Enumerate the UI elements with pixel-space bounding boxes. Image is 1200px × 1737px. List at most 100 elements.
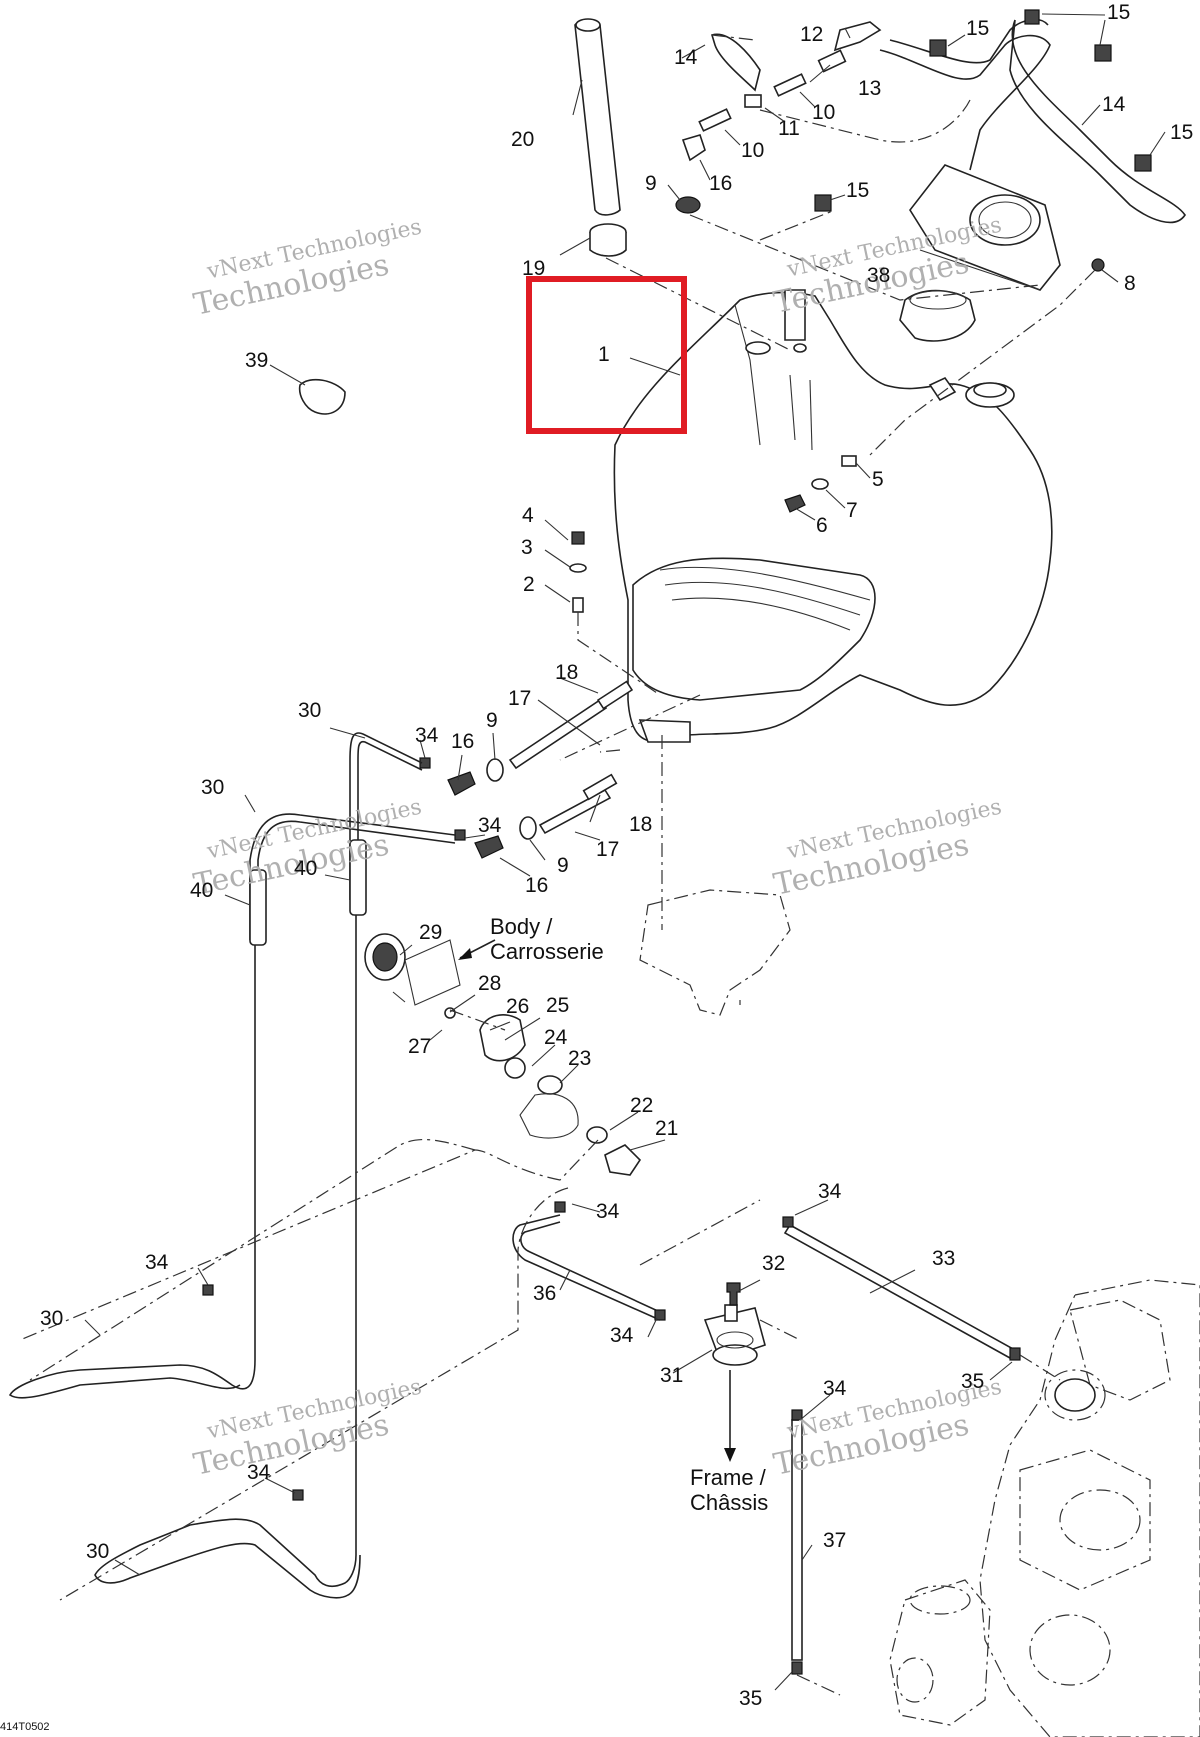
vent-hose-14-left — [710, 33, 761, 92]
callout-13[interactable]: 13 — [858, 77, 882, 100]
callout-3[interactable]: 3 — [521, 536, 533, 559]
callout-36[interactable]: 36 — [533, 1282, 557, 1305]
callout-30-a[interactable]: 30 — [298, 699, 322, 722]
frame-note: Frame / Châssis — [690, 1465, 768, 1515]
clip-15-c — [1024, 9, 1040, 25]
grommet-9-low — [519, 816, 537, 840]
nut-8 — [1091, 258, 1105, 272]
callout-9-low[interactable]: 9 — [557, 854, 569, 877]
callout-19[interactable]: 19 — [522, 257, 546, 280]
clamp-35-lower — [791, 1661, 803, 1675]
nut-4 — [571, 531, 585, 545]
callout-35-upper[interactable]: 35 — [961, 1370, 985, 1393]
callout-35-lower[interactable]: 35 — [739, 1687, 763, 1710]
callout-23[interactable]: 23 — [568, 1047, 592, 1070]
callout-15-d[interactable]: 15 — [846, 179, 870, 202]
body-panel-outline — [639, 889, 791, 1016]
fuel-hose-36 — [512, 1214, 661, 1321]
vent-tube-30-b-inner — [257, 820, 456, 940]
filter-40-left — [249, 869, 267, 946]
callout-34-d[interactable]: 34 — [818, 1180, 842, 1203]
callout-17-upper[interactable]: 17 — [508, 687, 532, 710]
callout-25[interactable]: 25 — [546, 994, 570, 1017]
callout-6[interactable]: 6 — [816, 514, 828, 537]
callout-5[interactable]: 5 — [872, 468, 884, 491]
arrow-head-body — [458, 948, 472, 960]
callout-31[interactable]: 31 — [660, 1364, 684, 1387]
callout-15-a[interactable]: 15 — [966, 17, 990, 40]
hose-17-lower — [538, 788, 612, 835]
callout-12[interactable]: 12 — [800, 23, 824, 46]
callout-17-lower[interactable]: 17 — [596, 838, 620, 861]
callout-21[interactable]: 21 — [655, 1117, 679, 1140]
callout-2[interactable]: 2 — [523, 573, 535, 596]
callout-22[interactable]: 22 — [630, 1094, 654, 1117]
callout-34-c[interactable]: 34 — [596, 1200, 620, 1223]
callout-26[interactable]: 26 — [506, 995, 530, 1018]
callout-15-c[interactable]: 15 — [1170, 121, 1194, 144]
stud-2 — [572, 597, 584, 613]
callout-10-lower[interactable]: 10 — [741, 139, 765, 162]
callout-16-low[interactable]: 16 — [525, 874, 549, 897]
check-valve-13 — [817, 49, 847, 73]
callout-38[interactable]: 38 — [867, 264, 891, 287]
body-note: Body / Carrosserie — [490, 914, 604, 964]
callout-40-right[interactable]: 40 — [294, 857, 318, 880]
hose-17-upper — [508, 698, 608, 770]
washer-3 — [569, 563, 587, 573]
callout-18-upper[interactable]: 18 — [555, 661, 579, 684]
callout-27[interactable]: 27 — [408, 1035, 432, 1058]
callout-34-f[interactable]: 34 — [610, 1324, 634, 1347]
callout-20[interactable]: 20 — [511, 128, 535, 151]
callout-16-mid[interactable]: 16 — [451, 730, 475, 753]
callout-28[interactable]: 28 — [478, 972, 502, 995]
fuel-tank — [613, 289, 1053, 743]
callout-37[interactable]: 37 — [823, 1529, 847, 1552]
callout-39[interactable]: 39 — [245, 349, 269, 372]
clamp-34-h — [791, 1409, 803, 1421]
callout-34-h[interactable]: 34 — [247, 1461, 271, 1484]
callout-9-top[interactable]: 9 — [645, 172, 657, 195]
callout-18-lower[interactable]: 18 — [629, 813, 653, 836]
callout-24[interactable]: 24 — [544, 1026, 568, 1049]
callout-15-b[interactable]: 15 — [1107, 1, 1131, 24]
callout-9-mid[interactable]: 9 — [486, 709, 498, 732]
clamp-34-c — [202, 1284, 214, 1296]
clamp-34-g — [654, 1309, 666, 1321]
clamp-34-f — [782, 1216, 794, 1228]
callout-1[interactable]: 1 — [598, 343, 610, 366]
callout-10-upper[interactable]: 10 — [812, 101, 836, 124]
connection-lines — [19, 34, 1096, 1696]
callout-16-top[interactable]: 16 — [709, 172, 733, 195]
fitting-11 — [744, 94, 762, 108]
callout-40-left[interactable]: 40 — [190, 879, 214, 902]
callout-30-c[interactable]: 30 — [40, 1307, 64, 1330]
highlight-box-part-1[interactable] — [526, 276, 687, 434]
callout-34-e[interactable]: 34 — [145, 1251, 169, 1274]
callout-34-a[interactable]: 34 — [415, 724, 439, 747]
callout-4[interactable]: 4 — [522, 504, 534, 527]
callout-30-b[interactable]: 30 — [201, 776, 225, 799]
fitting-18-upper — [596, 680, 634, 710]
grommet-9-mid — [486, 758, 504, 782]
callout-32[interactable]: 32 — [762, 1252, 786, 1275]
callout-8[interactable]: 8 — [1124, 272, 1136, 295]
drawing-code: 414T0502 — [0, 1721, 50, 1733]
callout-7[interactable]: 7 — [846, 499, 858, 522]
body-note-line-1: Body / — [490, 914, 553, 939]
vent-tube-30-bottom — [94, 915, 361, 1599]
callout-34-g[interactable]: 34 — [823, 1377, 847, 1400]
washer-7 — [811, 478, 829, 490]
callout-14-left[interactable]: 14 — [674, 46, 698, 69]
vent-hose-12 — [833, 21, 882, 52]
callout-33[interactable]: 33 — [932, 1247, 956, 1270]
callout-11[interactable]: 11 — [778, 117, 800, 140]
clip-15-a — [814, 194, 832, 212]
callout-34-b[interactable]: 34 — [478, 814, 502, 837]
callout-14-right[interactable]: 14 — [1102, 93, 1126, 116]
vent-tube-30-b — [249, 813, 456, 940]
callout-30-d[interactable]: 30 — [86, 1540, 110, 1563]
callout-29[interactable]: 29 — [419, 921, 443, 944]
